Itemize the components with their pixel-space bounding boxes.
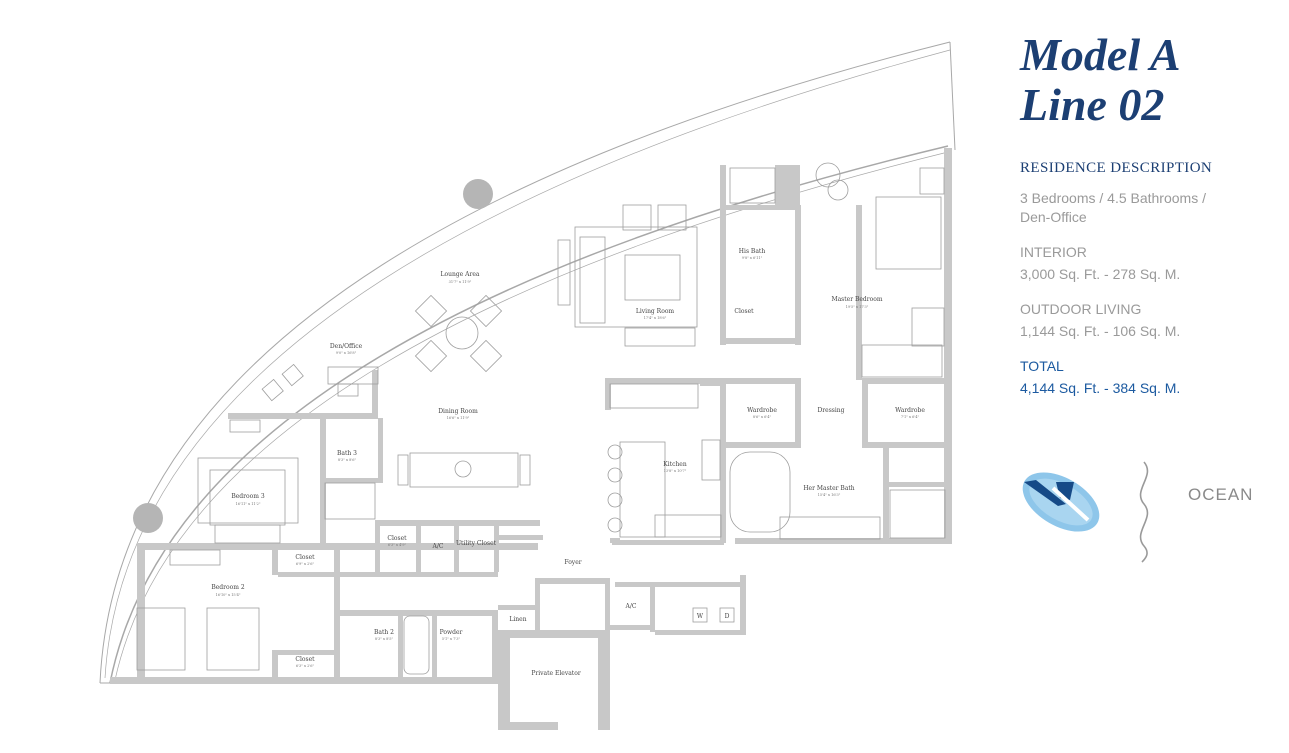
room-foyer: Foyer [564, 559, 581, 566]
dryer-label: D [725, 613, 730, 620]
outdoor-spec: OUTDOOR LIVING 1,144 Sq. Ft. - 106 Sq. M… [1020, 300, 1280, 341]
room-bath2-dim: 8'3" x 8'5" [375, 637, 394, 641]
room-wardrobe-right-dim: 7'1" x 6'4" [901, 415, 920, 419]
room-closet-b2-dim: 6'3" x 2'6" [296, 664, 315, 668]
room-closet-a: Closet [387, 535, 407, 542]
room-bedroom2-dim: 16'10" x 15'4" [216, 593, 241, 597]
room-ac-a: A/C [432, 543, 444, 550]
room-kitchen: Kitchen [663, 461, 687, 468]
residence-info-panel: Model A Line 02 RESIDENCE DESCRIPTION 3 … [1020, 30, 1280, 398]
room-kitchen-dim: 13'8" x 10'7" [664, 469, 687, 473]
total-label: TOTAL [1020, 358, 1064, 374]
room-den-office: Den/Office [330, 343, 363, 350]
column-icon [463, 179, 493, 209]
wave-icon [1139, 461, 1149, 563]
room-master-bedroom-dim: 19'5" x 17'3" [846, 305, 869, 309]
room-her-master-bath: Her Master Bath [803, 485, 854, 492]
room-bedroom3-dim: 16'11" x 11'2" [236, 502, 261, 506]
room-her-master-bath-dim: 15'4" x 16'3" [818, 493, 841, 497]
interior-spec: INTERIOR 3,000 Sq. Ft. - 278 Sq. M. [1020, 243, 1280, 284]
room-living-room: Living Room [636, 308, 675, 315]
room-bath2: Bath 2 [374, 629, 394, 636]
room-bedroom3: Bedroom 3 [231, 493, 264, 500]
room-linen: Linen [509, 616, 526, 623]
room-private-elevator: Private Elevator [531, 670, 581, 677]
total-value: 4,144 Sq. Ft. - 384 Sq. M. [1020, 380, 1181, 396]
walls [110, 148, 952, 730]
room-closet-a-dim: 6'3" x 4'9" [388, 543, 407, 547]
room-powder-dim: 5'1" x 7'3" [442, 637, 461, 641]
balcony-terrace [99, 41, 956, 684]
room-utility-closet: Utility Closet [456, 540, 497, 547]
room-wardrobe-left-dim: 8'6" x 6'4" [753, 415, 772, 419]
room-his-bath-dim: 9'8" x 6'11" [742, 256, 763, 260]
room-bath3: Bath 3 [337, 450, 357, 457]
room-dining-room: Dining Room [438, 408, 478, 415]
model-title-line2: Line 02 [1020, 79, 1165, 130]
room-den-office-dim: 9'0" x 16'8" [336, 351, 357, 355]
room-his-bath: His Bath [739, 248, 766, 255]
room-closet-b3-dim: 6'9" x 2'6" [296, 562, 315, 566]
room-labels: Lounge Area 31'7" x 11'9" Living Room 17… [211, 248, 925, 677]
residence-description: 3 Bedrooms / 4.5 Bathrooms / Den-Office [1020, 189, 1280, 227]
room-ac-b: A/C [625, 603, 637, 610]
outdoor-value: 1,144 Sq. Ft. - 106 Sq. M. [1020, 323, 1181, 339]
description-line2: Den-Office [1020, 209, 1087, 225]
room-bedroom2: Bedroom 2 [211, 584, 244, 591]
interior-value: 3,000 Sq. Ft. - 278 Sq. M. [1020, 266, 1181, 282]
outdoor-label: OUTDOOR LIVING [1020, 301, 1142, 317]
room-closet-his: Closet [734, 308, 754, 315]
room-dressing: Dressing [817, 407, 844, 414]
room-powder: Powder [440, 629, 463, 636]
room-lounge-area-dim: 31'7" x 11'9" [449, 280, 472, 284]
description-line1: 3 Bedrooms / 4.5 Bathrooms / [1020, 190, 1206, 206]
total-spec: TOTAL 4,144 Sq. Ft. - 384 Sq. M. [1020, 357, 1280, 398]
ocean-label: OCEAN [1188, 485, 1254, 504]
room-dining-room-dim: 16'6" x 11'9" [447, 416, 470, 420]
room-closet-b2: Closet [295, 656, 315, 663]
washer-label: W [697, 613, 704, 620]
room-wardrobe-left: Wardrobe [747, 407, 777, 414]
room-lounge-area: Lounge Area [441, 271, 480, 278]
interior-label: INTERIOR [1020, 244, 1087, 260]
room-bath3-dim: 8'3" x 8'6" [338, 458, 357, 462]
residence-description-heading: RESIDENCE DESCRIPTION [1020, 160, 1213, 176]
furniture [136, 162, 946, 675]
room-living-room-dim: 17'4" x 18'6" [644, 316, 667, 320]
room-wardrobe-right: Wardrobe [895, 407, 925, 414]
room-master-bedroom: Master Bedroom [831, 296, 882, 303]
model-title-line1: Model A [1020, 29, 1181, 80]
model-title: Model A Line 02 [1020, 30, 1280, 130]
orientation-compass-icon [1022, 472, 1100, 532]
column-icon [133, 503, 163, 533]
room-closet-b3: Closet [295, 554, 315, 561]
